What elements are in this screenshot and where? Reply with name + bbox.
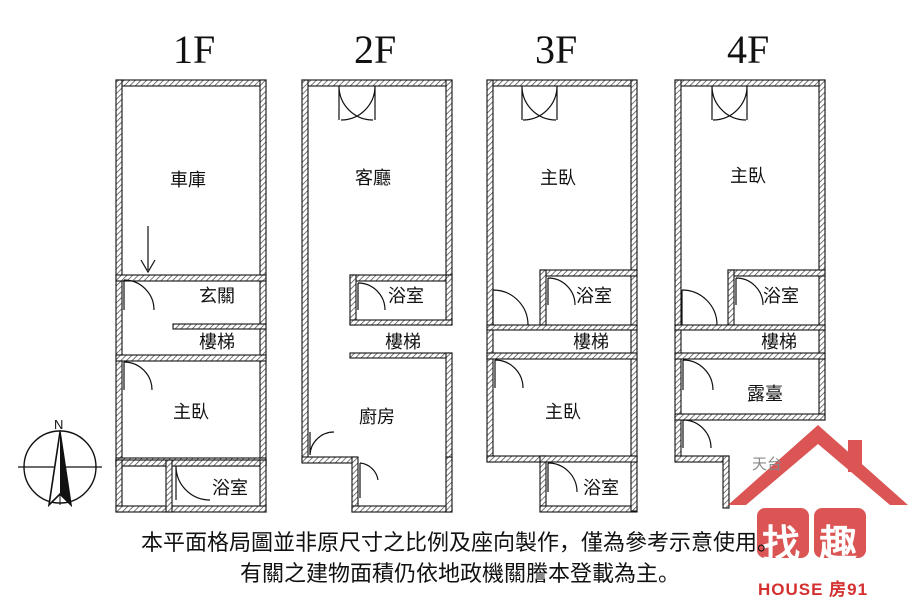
room-label-3f-master-bedroom: 主臥 <box>540 168 576 189</box>
entrance-arrow-icon <box>140 226 156 274</box>
wall-segment <box>539 455 638 463</box>
room-label-3f-bathroom: 浴室 <box>576 286 612 307</box>
floor-title-2f: 2F <box>354 27 397 72</box>
door-swing-icon <box>359 462 379 498</box>
wall-segment <box>115 505 267 513</box>
wall-segment <box>445 352 453 464</box>
house91-logo-icon <box>728 425 908 558</box>
watermark-char-zhao: 找 <box>762 521 801 566</box>
wall-segment <box>486 324 638 331</box>
wall-segment <box>172 323 267 330</box>
room-label-4f-master-bedroom: 主臥 <box>730 166 766 187</box>
room-label-3f-stairs: 樓梯 <box>573 332 609 353</box>
room-label-2f-living: 客廳 <box>355 168 391 189</box>
wall-segment <box>486 352 638 360</box>
wall-segment <box>301 456 357 464</box>
wall-segment <box>674 413 826 421</box>
room-label-3f-bedroom: 主臥 <box>545 402 581 423</box>
wall-segment <box>349 274 357 326</box>
door-swing-icon <box>547 277 576 306</box>
wall-segment <box>539 269 547 326</box>
compass-icon <box>18 430 102 508</box>
room-label-2f-bathroom: 浴室 <box>388 286 424 307</box>
door-swing-icon <box>175 465 211 501</box>
room-label-3f-bathroom-2: 浴室 <box>583 478 619 499</box>
door-swing-icon <box>357 282 386 311</box>
room-label-1f-bathroom: 浴室 <box>212 478 248 499</box>
wall-segment <box>115 459 123 513</box>
wall-segment <box>165 459 173 513</box>
door-swing-icon <box>123 279 155 311</box>
wall-segment <box>486 79 494 463</box>
wall-segment <box>259 79 267 467</box>
wall-segment <box>539 505 638 513</box>
door-swing-icon <box>735 277 764 306</box>
wall-segment <box>674 324 826 331</box>
wall-segment <box>818 79 826 421</box>
double-door-icon <box>521 85 558 121</box>
door-swing-icon <box>309 431 335 456</box>
door-swing-icon <box>492 289 529 326</box>
watermark-brand: HOUSE 房91 <box>758 580 869 599</box>
wall-segment <box>301 79 453 87</box>
doors-layer <box>123 85 764 501</box>
wall-segment <box>349 352 453 359</box>
walls-layer <box>115 79 826 513</box>
disclaimer-line-2: 有關之建物面積仍依地政機關謄本登載為主。 <box>239 562 680 587</box>
wall-segment <box>539 269 638 277</box>
room-label-1f-garage: 車庫 <box>170 170 206 191</box>
wall-segment <box>115 79 267 87</box>
room-label-1f-entrance: 玄關 <box>199 286 235 307</box>
watermark-char-fang: 房 <box>792 474 822 509</box>
double-door-icon <box>338 85 376 121</box>
room-label-1f-stairs: 樓梯 <box>199 332 235 353</box>
wall-segment <box>674 352 826 360</box>
disclaimer-line-1: 本平面格局圖並非原尺寸之比例及座向製作，僅為參考示意使用。 <box>140 531 779 556</box>
floor-title-3f: 3F <box>535 27 578 72</box>
wall-segment <box>727 269 735 326</box>
wall-segment <box>115 354 267 362</box>
wall-segment <box>115 79 123 467</box>
wall-segment <box>259 459 267 513</box>
wall-segment <box>445 274 453 326</box>
room-label-1f-bedroom: 主臥 <box>173 402 209 423</box>
wall-segment <box>445 456 453 513</box>
floor-title-4f: 4F <box>727 27 770 72</box>
wall-segment <box>351 456 359 513</box>
double-door-icon <box>711 85 748 121</box>
door-swing-icon <box>494 359 524 389</box>
room-label-4f-rooftop: 天台 <box>752 455 783 473</box>
door-swing-icon <box>123 361 153 391</box>
watermark-char-qu: 趣 <box>819 521 858 566</box>
room-label-4f-bathroom: 浴室 <box>763 286 799 307</box>
door-swing-icon <box>682 359 714 391</box>
wall-segment <box>486 79 638 87</box>
wall-segment <box>486 455 546 463</box>
wall-segment <box>351 505 453 513</box>
door-swing-icon <box>682 419 712 449</box>
door-swing-icon <box>681 289 718 326</box>
wall-segment <box>727 269 826 277</box>
compass-north-label: N <box>54 417 64 432</box>
wall-segment <box>674 79 826 87</box>
room-label-2f-kitchen: 廚房 <box>359 407 395 428</box>
wall-segment <box>630 455 638 512</box>
wall-segment <box>674 79 682 463</box>
room-label-4f-terrace: 露臺 <box>747 384 783 405</box>
wall-segment <box>115 459 267 467</box>
wall-segment <box>349 319 453 326</box>
room-label-2f-stairs: 樓梯 <box>385 332 421 353</box>
wall-segment <box>301 79 309 463</box>
wall-segment <box>722 455 730 509</box>
wall-segment <box>674 455 730 463</box>
wall-segment <box>445 79 453 276</box>
door-swing-icon <box>547 462 578 493</box>
wall-segment <box>115 274 267 282</box>
wall-segment <box>539 455 547 512</box>
room-label-4f-stairs: 樓梯 <box>761 332 797 353</box>
floor-title-1f: 1F <box>173 27 216 72</box>
wall-segment <box>349 274 453 282</box>
